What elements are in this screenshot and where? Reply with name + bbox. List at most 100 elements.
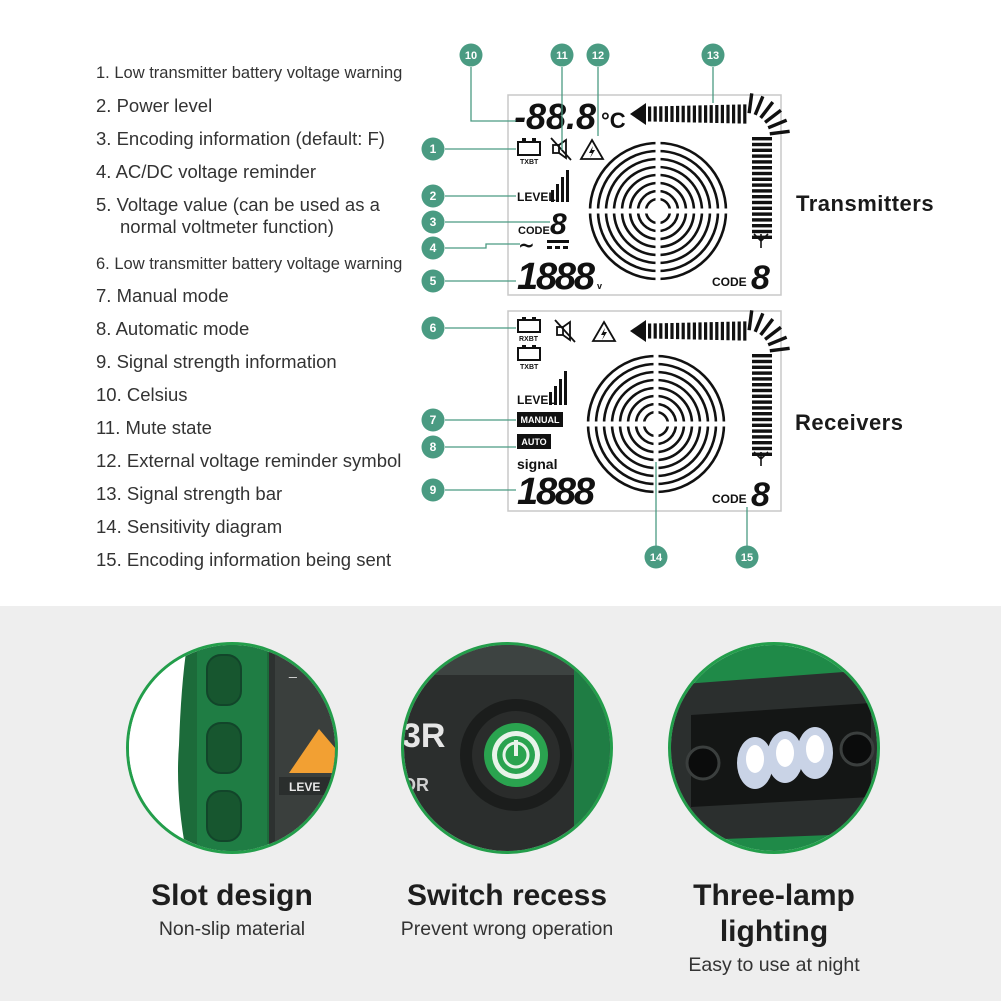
signal-bar-segment [648,106,652,122]
signal-strength-bar [648,93,790,136]
callout-number: 7 [430,413,437,427]
feature-subtitle: Non-slip material [158,918,306,940]
signal-bar-segment [752,406,772,410]
signal-bar-segment [753,95,765,116]
antenna-icon [753,233,769,248]
signal-label: signal [517,456,557,472]
signal-arrow-icon [630,320,646,342]
lcd-diagram: -88.8 °C TXBT LEVEL [421,43,790,569]
code-label-right: CODE [712,492,747,506]
battery-label: TXBT [520,159,539,166]
callout-number: 8 [430,440,437,454]
battery-label-rx: RXBT [519,336,539,343]
callout-badge-14: 14 [644,545,668,569]
signal-bar-segment [664,323,668,339]
signal-bar-segment [752,371,772,375]
callout-badge-2: 2 [421,184,445,208]
signal-bar-segment [752,441,772,445]
callout-badge-15: 15 [735,545,759,569]
power-level-icon [549,371,567,405]
svg-text:_: _ [288,662,297,678]
signal-bar-segment [659,323,663,339]
signal-bar-segment [752,229,772,234]
feature-title: Slot design [151,879,313,912]
signal-bar-segment [704,322,708,340]
callout-number: 4 [430,241,437,255]
callout-number: 14 [650,552,663,564]
legend-item: 2. Power level [96,95,213,116]
code-label: CODE [518,225,550,237]
code-label-right: CODE [712,275,747,289]
signal-bar-segment [752,206,772,210]
lcd-frame [507,310,782,512]
signal-bar-segment [676,105,680,123]
signal-bar-segment [752,423,772,427]
signal-bar-segment [664,106,668,122]
level-label: LEVEL [517,393,556,407]
signal-bar-segment [743,104,747,124]
callout-number: 1 [430,142,437,156]
antenna-icon [753,451,769,466]
signal-bar-segment [759,101,775,119]
brand-subtext: OR [404,775,429,795]
callout-number: 9 [430,483,437,497]
signal-arrow-icon [630,103,646,125]
signal-bar-segment [767,335,788,347]
callout-number: 2 [430,189,437,203]
signal-bar-segment [743,321,747,341]
callout-badge-8: 8 [421,435,445,459]
signal-bar-segment [753,312,765,333]
callout-number: 3 [430,215,437,229]
signal-bar-segment [752,446,772,451]
voltage-digits: 1888 [517,256,596,298]
legend-item: 7. Manual mode [96,285,229,306]
receivers-label: Receivers [795,410,904,435]
battery-label-tx: TXBT [520,364,539,371]
signal-bar-segment [709,322,713,340]
celsius-unit: °C [601,108,626,133]
signal-bar-segment [720,321,724,341]
battery-icon-tx [517,347,541,361]
feature-subtitle: Prevent wrong operation [400,918,614,940]
signal-bar-segment [752,383,772,387]
signal-bar-segment [752,435,772,439]
signal-bar-segment [769,346,790,353]
feature-title: Three-lamp lighting [693,879,855,948]
signal-bar-segment [752,166,772,170]
signal-bar-segment [752,183,772,187]
signal-bar-segment [681,105,685,123]
callout-badge-9: 9 [421,478,445,502]
callout-badge-10: 10 [459,43,483,67]
signal-bar-segment [764,325,782,341]
signal-bar-segment [737,104,741,124]
signal-bar-segment [752,148,772,152]
signal-bar-segment [752,388,772,393]
callout-number: 5 [430,274,437,288]
signal-bar-segment [769,129,790,136]
callout-badge-3: 3 [421,210,445,234]
callout-number: 12 [592,50,604,62]
level-label: LEVEL [517,190,556,204]
battery-icon-rx [517,319,541,333]
callout-badge-5: 5 [421,269,445,293]
callout-badge-13: 13 [701,43,725,67]
callout-number: 13 [707,50,719,62]
voltage-unit: v [597,281,602,291]
warning-voltage-icon [591,320,617,342]
signal-strength-bar-vertical [752,137,772,239]
signal-bar-segment [726,104,730,124]
signal-bar-segment [752,235,772,239]
callout-badge-12: 12 [586,43,610,67]
manual-label: MANUAL [521,415,560,425]
signal-strength-bar-vertical [752,354,772,456]
signal-bar-segment [752,189,772,193]
callout-number: 11 [556,50,568,62]
signal-bar-segment [752,417,772,422]
signal-bar-segment [653,106,657,122]
signal-bar-segment [752,400,772,404]
callout-number: 10 [465,50,477,62]
ac-symbol: ~ [518,233,535,257]
signal-bar-segment [732,104,736,124]
